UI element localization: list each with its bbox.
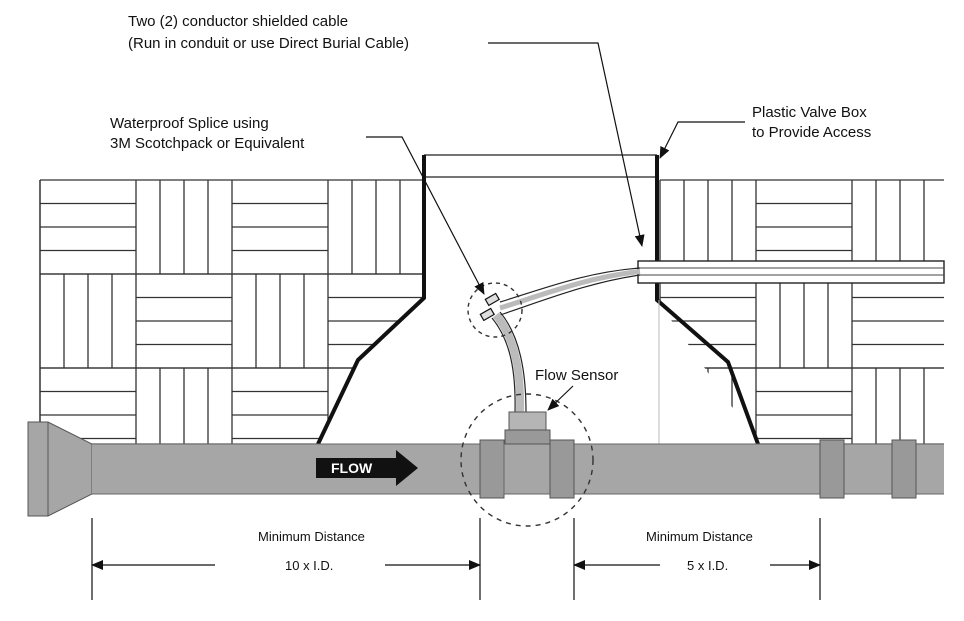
sensor-circle (460, 393, 594, 527)
pipe-coupling-1 (819, 439, 845, 499)
sensor-leader-line (547, 385, 574, 411)
pipe (27, 421, 944, 517)
sensor-cable-left (491, 317, 516, 413)
valve-box-wall-left (316, 155, 426, 445)
cable-label-line1: Two (2) conductor shielded cable (128, 13, 348, 30)
upstream-distance-title: Minimum Distance (258, 529, 365, 544)
pipe-coupling-2 (891, 439, 917, 499)
pipe-flared-inlet (27, 421, 93, 517)
splice-connectors (479, 292, 501, 322)
upstream-distance-value: 10 x I.D. (285, 558, 333, 573)
dimension-upstream: Minimum Distance 10 x I.D. (91, 518, 481, 600)
cable-fill (499, 269, 641, 311)
flow-sensor-label: Flow Sensor (535, 367, 618, 384)
flow-arrow (316, 450, 418, 486)
valve-box-leader-line (659, 121, 745, 159)
cable-lower (499, 274, 641, 316)
tee-fitting-right-hub (549, 439, 575, 499)
downstream-distance-title: Minimum Distance (646, 529, 753, 544)
valve-box-cavity (318, 155, 758, 444)
flow-sensor-head (508, 411, 547, 431)
cable-label-line2: (Run in conduit or use Direct Burial Cab… (128, 35, 409, 52)
valve-box-label-line2: to Provide Access (752, 124, 871, 141)
cable-upper (499, 267, 641, 303)
dimension-downstream: Minimum Distance 5 x I.D. (573, 518, 821, 600)
splice-label-line2: 3M Scotchpack or Equivalent (110, 135, 305, 152)
splice-leader-line (366, 136, 485, 295)
flow-sensor-cap (504, 429, 551, 445)
tee-fitting-body (503, 443, 551, 495)
valve-box-wall-right (655, 155, 760, 445)
tee-fitting-left-hub (479, 439, 505, 499)
splice-label-line1: Waterproof Splice using (110, 115, 269, 132)
sensor-cable-fill (492, 312, 525, 413)
conduit (637, 260, 945, 284)
sensor-cable-right (499, 311, 527, 413)
splice-circle (467, 282, 523, 338)
downstream-distance-value: 5 x I.D. (687, 558, 728, 573)
flow-label: FLOW (331, 460, 373, 476)
cable-leader-line (488, 42, 645, 247)
valve-box-label-line1: Plastic Valve Box (752, 104, 867, 121)
